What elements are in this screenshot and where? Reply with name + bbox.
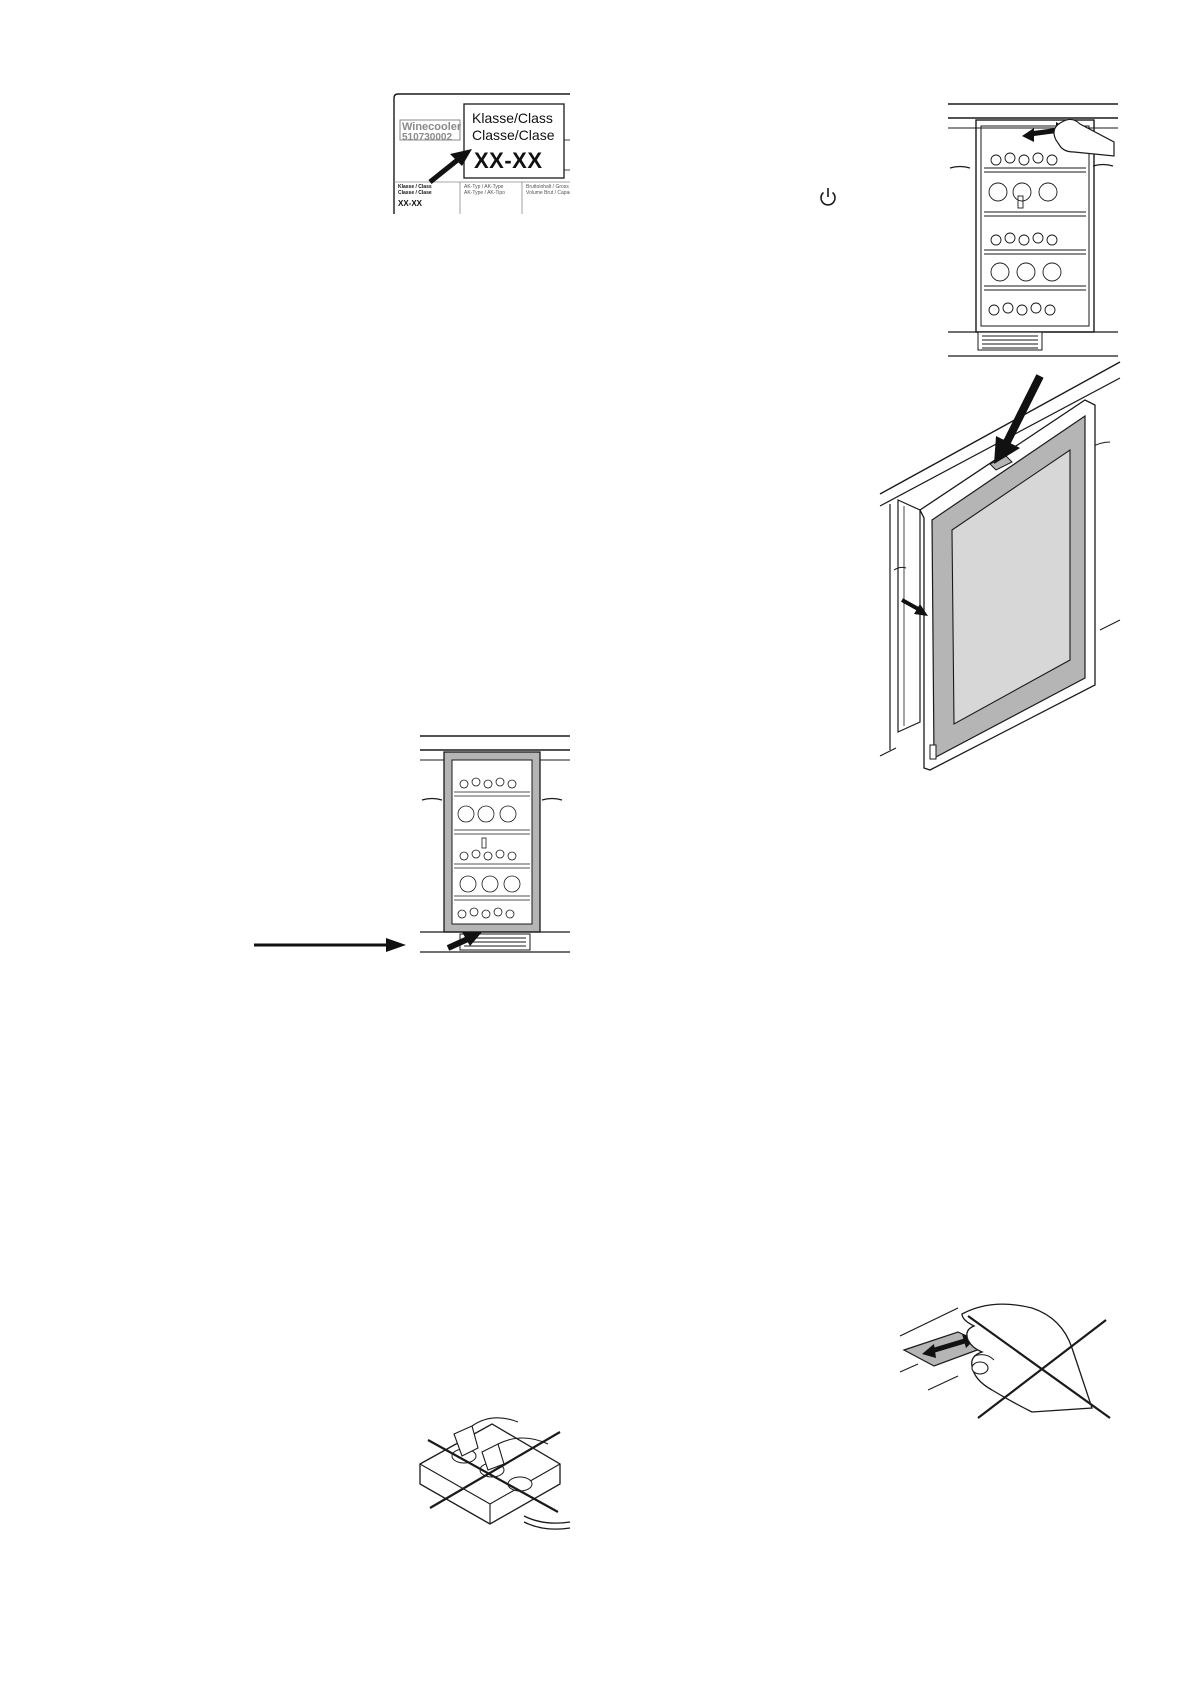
small-class-line2: Classe / Clase	[398, 190, 432, 196]
power-strip-do-not-figure	[418, 1412, 571, 1536]
small-type-line1: AK-Typ / AK-Type	[464, 184, 504, 190]
door-removal-drawing	[879, 361, 1121, 771]
slider-do-not-drawing	[899, 1303, 1111, 1419]
power-icon	[818, 186, 838, 208]
ventilation-drawing	[420, 735, 570, 953]
small-type-line2: AK-Type / AK-Tipo	[464, 190, 505, 196]
class-heading-line2: Classe/Clase	[472, 127, 555, 143]
slider-do-not-figure	[898, 1303, 1118, 1422]
small-class-line1: Klasse / Class	[398, 184, 432, 190]
pointer-arrow	[254, 938, 406, 952]
class-value: XX-XX	[474, 148, 543, 173]
rating-label-drawing	[393, 93, 570, 214]
door-removal-figure	[879, 360, 1121, 771]
small-class-value: XX-XX	[398, 199, 423, 208]
small-capacity-line2: Volume Brut / Capacidad Bruta	[526, 190, 570, 196]
product-number: 510730002	[402, 132, 453, 143]
small-capacity-line1: Bruttoinhalt / Gross Capacity	[526, 184, 570, 190]
class-heading-line1: Klasse/Class	[472, 110, 553, 126]
product-name: Winecooler	[402, 121, 462, 133]
built-in-cooler-drawing	[948, 103, 1118, 357]
rating-label-figure: Winecooler 510730002 Klasse/Class Classe…	[392, 92, 570, 214]
power-strip-do-not-drawing	[419, 1417, 571, 1530]
ventilation-figure	[420, 734, 570, 954]
built-in-cooler-figure	[948, 100, 1118, 358]
